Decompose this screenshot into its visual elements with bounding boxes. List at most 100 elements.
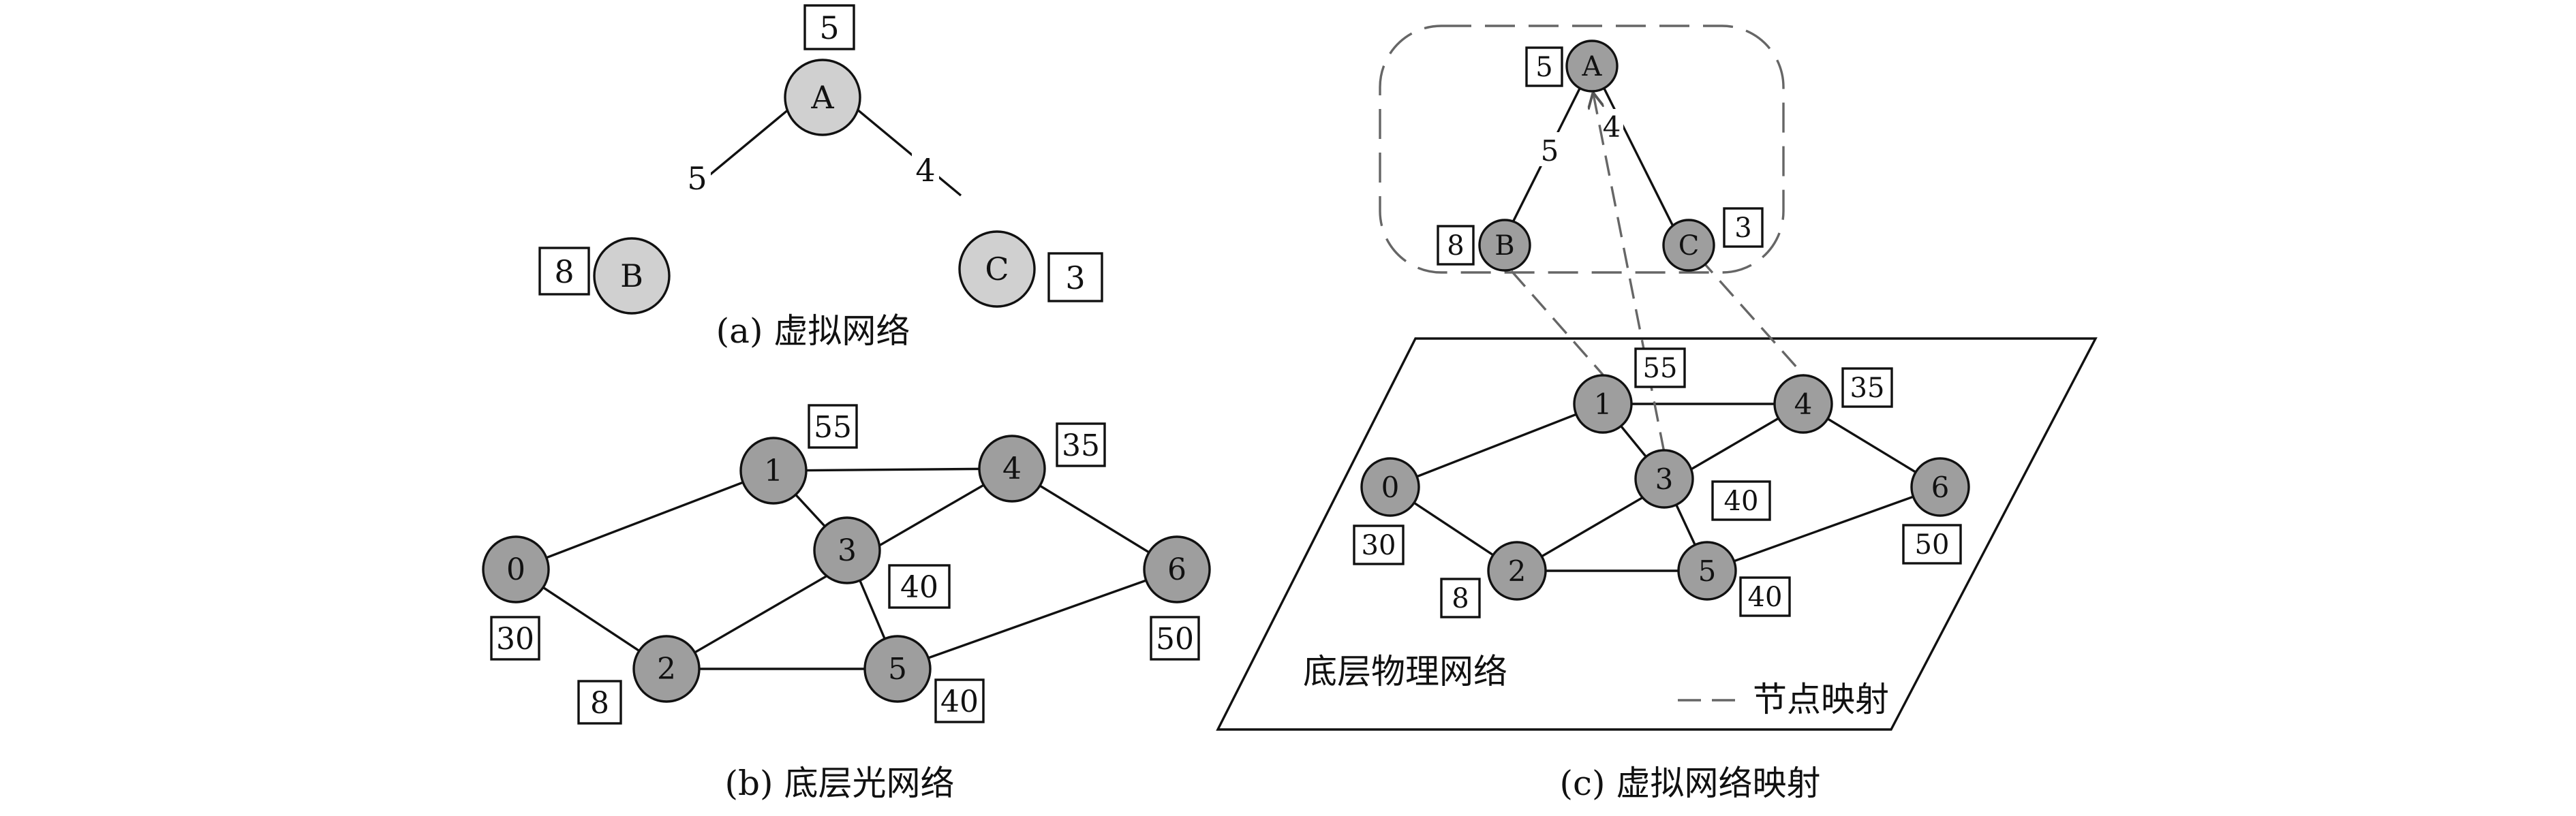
- virtual-node-c-A: A: [1565, 40, 1619, 93]
- edge-weight-A-B: 5: [687, 160, 707, 197]
- capacity-box-c-A: 5: [1525, 46, 1563, 87]
- svg-text:40: 40: [900, 570, 938, 605]
- node-label-3: 3: [838, 533, 857, 568]
- physical-node-c-1: 1: [1573, 374, 1633, 434]
- svg-text:B: B: [1494, 230, 1514, 262]
- capacity-box-B: 8: [538, 247, 590, 296]
- substrate-label: 底层物理网络: [1303, 652, 1507, 691]
- node-label-A: A: [810, 79, 834, 116]
- panel-a: 5 4 A B C 5 8 3 (a) 虚拟网络: [538, 4, 1103, 351]
- svg-text:55: 55: [1643, 353, 1678, 384]
- physical-node-c-0: 0: [1360, 457, 1420, 517]
- capacity-box-c-0: 30: [1353, 524, 1405, 565]
- physical-node-c-2: 2: [1487, 541, 1547, 601]
- physical-node-c-5: 5: [1677, 541, 1737, 601]
- virtual-network-region: [1379, 25, 1785, 274]
- edge-weight-A-C: 4: [915, 152, 935, 189]
- capacity-box-c-1: 55: [1634, 347, 1686, 388]
- capacity-box-2: 8: [577, 680, 622, 725]
- physical-node-4: 4: [978, 435, 1046, 503]
- capacity-box-A: 5: [803, 4, 855, 50]
- capacity-box-c-B: 8: [1437, 225, 1475, 266]
- node-label-C: C: [985, 251, 1009, 287]
- edge-5-6: [897, 568, 1178, 670]
- svg-text:5: 5: [819, 10, 839, 46]
- edge-weight-bg-c-A-C: [1600, 109, 1623, 143]
- caption-b: (b) 底层光网络: [725, 764, 955, 803]
- svg-text:8: 8: [554, 253, 574, 290]
- edge-c-0-1: [1390, 403, 1604, 488]
- edge-c-5-6: [1706, 486, 1941, 572]
- svg-text:6: 6: [1931, 471, 1950, 504]
- svg-text:30: 30: [1362, 530, 1396, 561]
- svg-text:4: 4: [1794, 388, 1813, 421]
- virtual-node-C: C: [958, 230, 1036, 308]
- edge-weight-bg-A-C: [912, 153, 939, 191]
- svg-text:40: 40: [1748, 582, 1783, 613]
- physical-node-0: 0: [482, 535, 550, 603]
- physical-node-c-4: 4: [1773, 374, 1833, 434]
- caption-a: (a) 虚拟网络: [716, 311, 910, 351]
- svg-text:5: 5: [1535, 52, 1552, 83]
- edge-A-C: [855, 108, 962, 197]
- capacity-box-c-3: 40: [1711, 480, 1771, 521]
- svg-text:1: 1: [1594, 388, 1612, 421]
- svg-text:3: 3: [1734, 213, 1751, 244]
- svg-text:C: C: [1678, 230, 1700, 262]
- legend-label: 节点映射: [1753, 680, 1889, 719]
- svg-text:35: 35: [1850, 373, 1885, 404]
- svg-text:40: 40: [1724, 486, 1759, 517]
- physical-node-c-3: 3: [1634, 449, 1694, 509]
- node-mapping-lines: [1510, 94, 1805, 453]
- node-label-5: 5: [888, 652, 907, 687]
- panel-b: 0 1 2 3 4 5 6 30: [482, 404, 1211, 803]
- svg-text:8: 8: [590, 686, 609, 721]
- virtual-node-c-B: B: [1478, 219, 1531, 272]
- node-label-6: 6: [1167, 552, 1186, 587]
- svg-text:50: 50: [1156, 622, 1194, 657]
- panel-c-virtual-edges: [1509, 88, 1675, 228]
- physical-node-3: 3: [813, 516, 881, 584]
- capacity-box-c-4: 35: [1841, 367, 1893, 408]
- edge-1-4: [773, 467, 1013, 472]
- node-label-0: 0: [506, 552, 525, 587]
- svg-text:55: 55: [814, 410, 852, 445]
- capacity-box-C: 3: [1047, 252, 1103, 302]
- caption-c: (c) 虚拟网络映射: [1560, 764, 1821, 803]
- svg-text:3: 3: [1065, 260, 1085, 296]
- capacity-box-c-5: 40: [1739, 576, 1791, 617]
- svg-text:3: 3: [1655, 462, 1674, 496]
- virtual-node-A: A: [784, 59, 861, 136]
- edge-0-1: [515, 469, 774, 571]
- svg-text:40: 40: [940, 685, 979, 719]
- node-label-1: 1: [764, 454, 783, 488]
- physical-node-6: 6: [1143, 535, 1211, 603]
- capacity-box-5: 40: [934, 678, 985, 723]
- capacity-box-c-6: 50: [1902, 524, 1962, 565]
- substrate-plane: [1216, 337, 2098, 731]
- capacity-box-1: 55: [808, 404, 858, 449]
- capacity-box-c-2: 8: [1440, 578, 1481, 618]
- capacity-box-3: 40: [888, 564, 951, 609]
- virtual-node-B: B: [593, 237, 671, 315]
- svg-text:35: 35: [1062, 428, 1100, 463]
- physical-node-1: 1: [739, 437, 808, 505]
- edge-weight-c-A-B: 5: [1541, 134, 1559, 168]
- node-label-2: 2: [657, 652, 676, 687]
- capacity-box-0: 30: [490, 616, 540, 661]
- virtual-node-c-C: C: [1662, 219, 1715, 272]
- edge-weight-bg-A-B: [684, 160, 711, 198]
- mapping-B-1: [1510, 270, 1604, 376]
- svg-text:0: 0: [1381, 471, 1400, 504]
- edge-weight-c-A-C: 4: [1603, 110, 1621, 144]
- physical-node-c-6: 6: [1910, 457, 1970, 517]
- svg-text:30: 30: [496, 622, 534, 657]
- svg-text:A: A: [1582, 51, 1603, 82]
- svg-text:5: 5: [1698, 554, 1717, 588]
- mapping-C-4: [1698, 256, 1805, 376]
- svg-text:8: 8: [1452, 583, 1469, 614]
- physical-node-2: 2: [632, 635, 701, 703]
- node-label-4: 4: [1002, 452, 1022, 486]
